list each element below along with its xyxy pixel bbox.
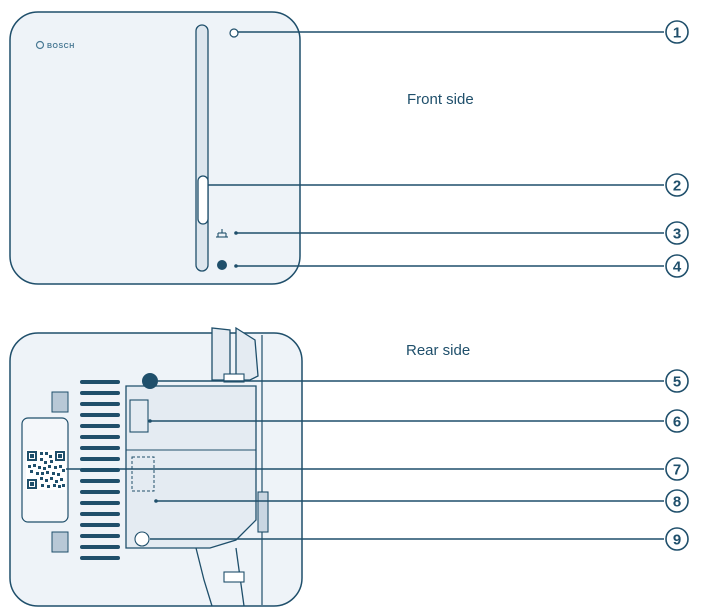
callout-9: 9 [665,527,689,551]
callout-2: 2 [665,173,689,197]
rear-leaders [66,380,664,540]
callout-3-number: 3 [673,226,681,243]
rear-port-panel [125,385,257,549]
rubber-foot-bottom [51,531,69,553]
front-slot [195,24,209,272]
leader-6-dot [148,419,152,423]
rubber-foot-top [51,391,69,413]
callout-6-number: 6 [673,414,681,431]
vent-slots [80,380,120,560]
callout-1: 1 [665,20,689,44]
bracket-top-left [211,327,231,381]
bosch-logo-mark [35,40,45,50]
front-leaders [208,31,664,267]
status-led [229,28,239,38]
leader-8-dot [154,499,158,503]
callout-9-number: 9 [673,532,681,549]
callout-4-number: 4 [673,259,682,276]
front-side-label: Front side [407,91,474,108]
callout-1-number: 1 [673,25,681,42]
callout-6: 6 [665,409,689,433]
callout-5-number: 5 [673,374,681,391]
bosch-logo: BOSCH [35,40,75,50]
callout-3: 3 [665,221,689,245]
bracket-clip-top [223,373,245,383]
connect-button [217,260,227,270]
bosch-logo-text: BOSCH [47,43,75,50]
callout-7: 7 [665,457,689,481]
callout-8-number: 8 [673,494,681,511]
leader-3-dot [234,231,238,235]
front-device: BOSCH [9,11,301,285]
label-area [131,456,155,492]
rear-button [142,373,158,389]
bracket-clip-bottom [223,571,245,583]
callout-2-number: 2 [673,178,681,195]
rear-device [9,326,303,607]
side-latch [257,491,269,533]
callout-4: 4 [665,254,689,278]
reset-button [197,175,209,225]
front-device-body [9,11,301,285]
bracket-top-right [235,326,259,381]
callout-5: 5 [665,369,689,393]
callout-7-number: 7 [673,462,681,479]
callout-8: 8 [665,489,689,513]
network-icon [216,229,228,238]
power-socket [134,531,150,547]
leader-4-dot [234,264,238,268]
rear-side-label: Rear side [406,342,470,359]
usb-port [129,399,149,433]
qr-code-icon [26,450,66,490]
